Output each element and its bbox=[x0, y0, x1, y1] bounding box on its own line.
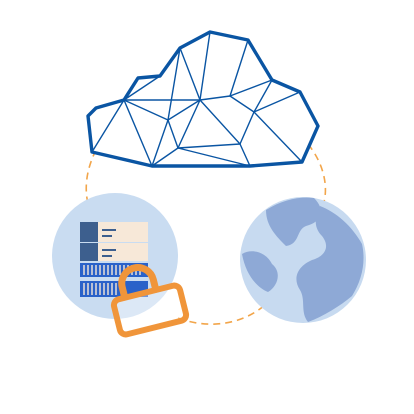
globe-icon bbox=[240, 197, 366, 323]
server-icon bbox=[52, 193, 178, 319]
cloud-icon bbox=[86, 30, 320, 168]
lock-icon bbox=[110, 264, 190, 338]
connection-path bbox=[85, 143, 327, 325]
